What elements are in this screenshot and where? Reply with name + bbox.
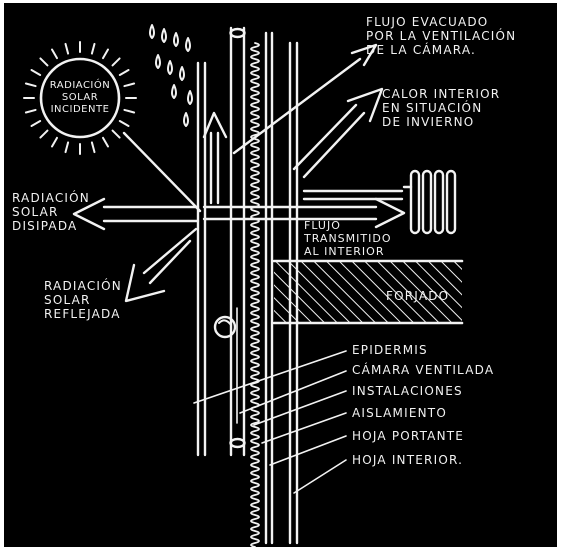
epidermis-label: EPIDERMIS (352, 343, 428, 357)
evacuated-flow-arrow (202, 111, 228, 205)
installations-label: INSTALACIONES (352, 384, 463, 398)
reflected-radiation-arrow (124, 227, 198, 303)
insulation-label: AISLAMIENTO (352, 406, 447, 420)
dissipated-radiation-label: RADIACIÓN SOLAR DISIPADA (12, 191, 90, 233)
radiator-icon (402, 169, 457, 235)
interior-heat-label: CALOR INTERIOR EN SITUACIÓN DE INVIERNO (382, 87, 501, 129)
transmitted-flow-arrow (202, 197, 406, 229)
leader-lines (193, 350, 347, 494)
dissipated-radiation-arrow (72, 197, 200, 231)
sun-label: RADIACIÓN SOLAR INCIDENTE (49, 80, 111, 115)
ventilated-chamber-label: CÁMARA VENTILADA (352, 363, 495, 377)
interior-heat-arrow (292, 87, 384, 179)
evacuated-flow-label: FLUJO EVACUADO POR LA VENTILACIÓN DE LA … (366, 15, 517, 57)
forjado-label: FORJADO (386, 289, 450, 303)
transmitted-flow-label: FLUJO TRANSMITIDO AL INTERIOR (304, 219, 392, 258)
interior-heat-arrow-2 (302, 189, 404, 201)
slab-forjado (272, 259, 464, 325)
reflected-radiation-label: RADIACIÓN SOLAR REFLEJADA (44, 279, 122, 321)
diagram-drawing (23, 24, 464, 547)
sun-icon (23, 41, 137, 155)
incident-radiation-arrow (122, 131, 202, 213)
load-bearing-leaf-label: HOJA PORTANTE (352, 429, 465, 443)
evacuated-flow-line (232, 43, 378, 155)
rain-drops-icon (149, 24, 193, 127)
diagram-frame: RADIACIÓN SOLAR INCIDENTE FLUJO EVACUADO… (4, 3, 557, 547)
interior-leaf-label: HOJA INTERIOR. (352, 453, 464, 467)
